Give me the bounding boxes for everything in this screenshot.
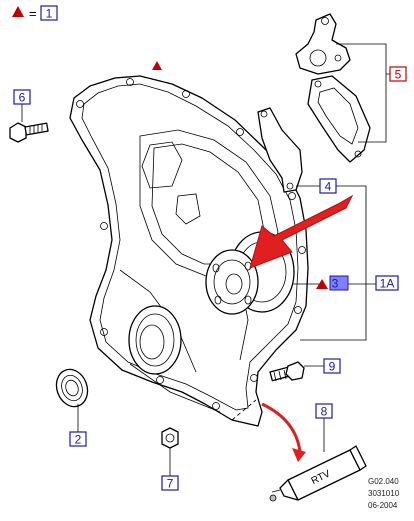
callout-6: 6: [13, 89, 31, 105]
svg-text:2: 2: [75, 433, 82, 447]
ref-code-3: 06-2004: [368, 501, 398, 510]
red-arrow-icon: [249, 194, 354, 269]
callout-2: 2: [69, 431, 87, 447]
nut-7: [161, 427, 179, 449]
warning-triangle-icon: [152, 61, 162, 70]
svg-text:4: 4: [325, 180, 332, 194]
bolt-6: [9, 122, 49, 143]
sealant-drop-icon: [269, 494, 277, 502]
svg-text:7: 7: [167, 477, 174, 491]
legend-equals: =: [29, 6, 37, 21]
cover-bolt-holes: [76, 78, 306, 410]
svg-text:6: 6: [19, 91, 26, 105]
legend-number: 1: [46, 7, 53, 21]
svg-text:1A: 1A: [380, 277, 395, 291]
stud-9: [269, 361, 305, 382]
gasket-middle: [257, 107, 303, 193]
svg-text:8: 8: [321, 405, 328, 419]
gasket-lower: [307, 75, 371, 163]
legend-box: [40, 5, 58, 21]
callout-3: 3: [316, 275, 349, 291]
callout-8: 8: [315, 403, 333, 419]
svg-text:9: 9: [329, 360, 336, 374]
arrow-head-icon: [292, 448, 306, 462]
callout-4: 4: [319, 178, 337, 194]
legend: = 1: [12, 5, 58, 21]
ref-code-1: G02.040: [368, 477, 399, 486]
gasket-upper: [295, 13, 351, 75]
callout-1a: 1A: [375, 275, 399, 291]
svg-text:3: 3: [332, 277, 339, 291]
reference-codes: G02.040 3031010 06-2004: [368, 477, 400, 510]
crankshaft-seal-bore: [128, 305, 182, 375]
svg-text:5: 5: [395, 68, 402, 82]
callout-7: 7: [161, 475, 179, 491]
curved-arrow: [261, 402, 302, 453]
crankshaft-seal: [55, 368, 89, 408]
warning-triangle-icon: [12, 6, 24, 17]
callout-5: 5: [389, 66, 407, 82]
callout-9: 9: [323, 358, 341, 374]
warning-triangle-icon: [316, 279, 328, 289]
ref-code-2: 3031010: [368, 489, 400, 498]
leader-lines: [21, 43, 390, 476]
sealant-tube: RTV: [269, 445, 367, 502]
